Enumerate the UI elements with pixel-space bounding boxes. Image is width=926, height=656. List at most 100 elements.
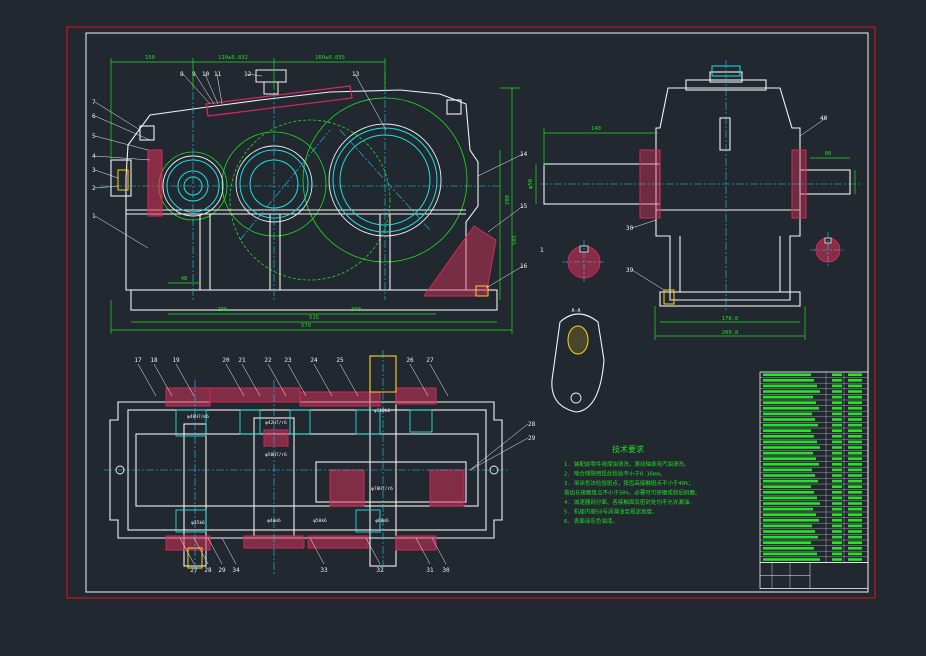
plan-view	[104, 350, 508, 574]
dimension-label: 300	[351, 307, 361, 313]
dimension-label: 150	[145, 55, 155, 61]
parts-list-table	[759, 371, 869, 589]
notes-title: 技术要求	[612, 444, 644, 454]
table-row	[763, 379, 814, 382]
table-row	[763, 440, 817, 444]
table-row	[763, 474, 815, 477]
part-callout: 20	[222, 357, 230, 364]
table-row	[763, 390, 820, 393]
part-callout: 12	[244, 71, 252, 78]
part-callout: 26	[406, 357, 414, 364]
table-row	[763, 552, 817, 556]
table-row	[763, 373, 811, 376]
table-row	[763, 463, 819, 466]
part-callout: 3	[92, 167, 96, 174]
part-callout: 11	[214, 71, 222, 78]
table-row	[763, 558, 820, 561]
table-row	[763, 496, 817, 500]
part-callout: 19	[172, 357, 180, 364]
part-callout: 7	[92, 99, 96, 106]
part-callout: 29	[528, 435, 536, 442]
part-callout: 1	[92, 213, 96, 220]
part-callout: 8	[180, 71, 184, 78]
table-row	[763, 429, 811, 432]
technical-notes: 技术要求 1. 装配前零件用煤油清洗，滚动轴承用汽油清洗。 2. 啮合侧隙用铅丝检验…	[564, 444, 700, 525]
part-callout: 32	[376, 567, 384, 574]
table-row	[763, 479, 818, 483]
table-row	[763, 547, 814, 550]
plan-view-fits: φ40H7/m6φ42H7/r6φ35k6φ50H7/r6φ110k6φ70H7…	[187, 408, 393, 526]
dimension-label: 209.8	[722, 330, 739, 336]
table-row	[763, 541, 811, 544]
part-callout: 33	[320, 567, 328, 574]
part-callout: 34	[232, 567, 240, 574]
notes-line: 1. 装配前零件用煤油清洗，滚动轴承用汽油清洗。	[564, 460, 689, 468]
table-row	[763, 502, 820, 505]
dimension-label: 48	[181, 276, 188, 282]
table-row	[763, 412, 812, 416]
notes-line: 3. 用涂色法检验斑点，按齿高接触斑点不小于40%；	[564, 479, 694, 487]
table-row	[763, 524, 812, 528]
fit-annotation: φ40H7/m6	[187, 414, 209, 420]
part-callout: 27	[190, 567, 198, 574]
notes-line: 按齿长接触斑点不小于50%，必要时可研磨或刮后研磨。	[564, 489, 700, 497]
part-callout: 40	[820, 115, 828, 122]
part-callout: 6	[92, 113, 96, 120]
part-callout: 27	[426, 357, 434, 364]
table-row	[763, 535, 818, 539]
part-callout: 18	[150, 357, 158, 364]
section-callout: 1	[540, 247, 544, 254]
fit-annotation: φ50H7/r6	[265, 452, 287, 458]
part-callout: 39	[626, 267, 634, 274]
part-callout: 15	[520, 203, 528, 210]
fit-annotation: φ42H7/r6	[265, 420, 287, 426]
table-row	[763, 395, 813, 399]
part-callout: 24	[310, 357, 318, 364]
dimension-label: 585	[512, 235, 518, 245]
table-row	[763, 435, 814, 438]
part-callout: 10	[202, 71, 210, 78]
part-callout: 29	[218, 567, 226, 574]
part-callout: 14	[520, 151, 528, 158]
table-row	[763, 468, 812, 472]
table-row	[763, 418, 815, 421]
notes-line: 2. 啮合侧隙用铅丝检验不小于0.16mm。	[564, 470, 665, 478]
part-callout: 9	[192, 71, 196, 78]
dimension-label: 515	[309, 315, 319, 321]
fit-annotation: φ50k6	[313, 518, 327, 524]
part-callout: 30	[442, 567, 450, 574]
dimension-label: φ50	[528, 179, 534, 189]
part-callout: 28	[528, 421, 536, 428]
part-callout: 17	[134, 357, 142, 364]
part-callout: 23	[284, 357, 292, 364]
part-callout: 31	[426, 567, 434, 574]
part-callout: 13	[352, 71, 360, 78]
table-row	[763, 401, 816, 404]
dimension-label: 200	[217, 307, 227, 313]
dimension-label: 80	[825, 151, 832, 157]
part-callout: 4	[92, 153, 96, 160]
dimension-label: 280	[505, 195, 511, 205]
part-callout: 22	[264, 357, 272, 364]
dimension-label: 110±0.032	[218, 55, 248, 61]
table-row	[763, 384, 817, 388]
dimension-label: 570	[301, 323, 311, 329]
section-marker: A-A	[571, 308, 580, 314]
part-callout: 5	[92, 133, 96, 140]
table-row	[763, 407, 819, 410]
inner-border	[85, 32, 869, 593]
table-row	[763, 423, 818, 427]
part-callout: 30	[626, 225, 634, 232]
front-view	[100, 58, 520, 334]
table-row	[763, 507, 813, 511]
outer-border	[66, 26, 876, 599]
table-row	[763, 446, 820, 449]
side-view	[535, 60, 862, 413]
fit-annotation: φ70H7/r6	[371, 486, 393, 492]
table-row	[763, 519, 819, 522]
